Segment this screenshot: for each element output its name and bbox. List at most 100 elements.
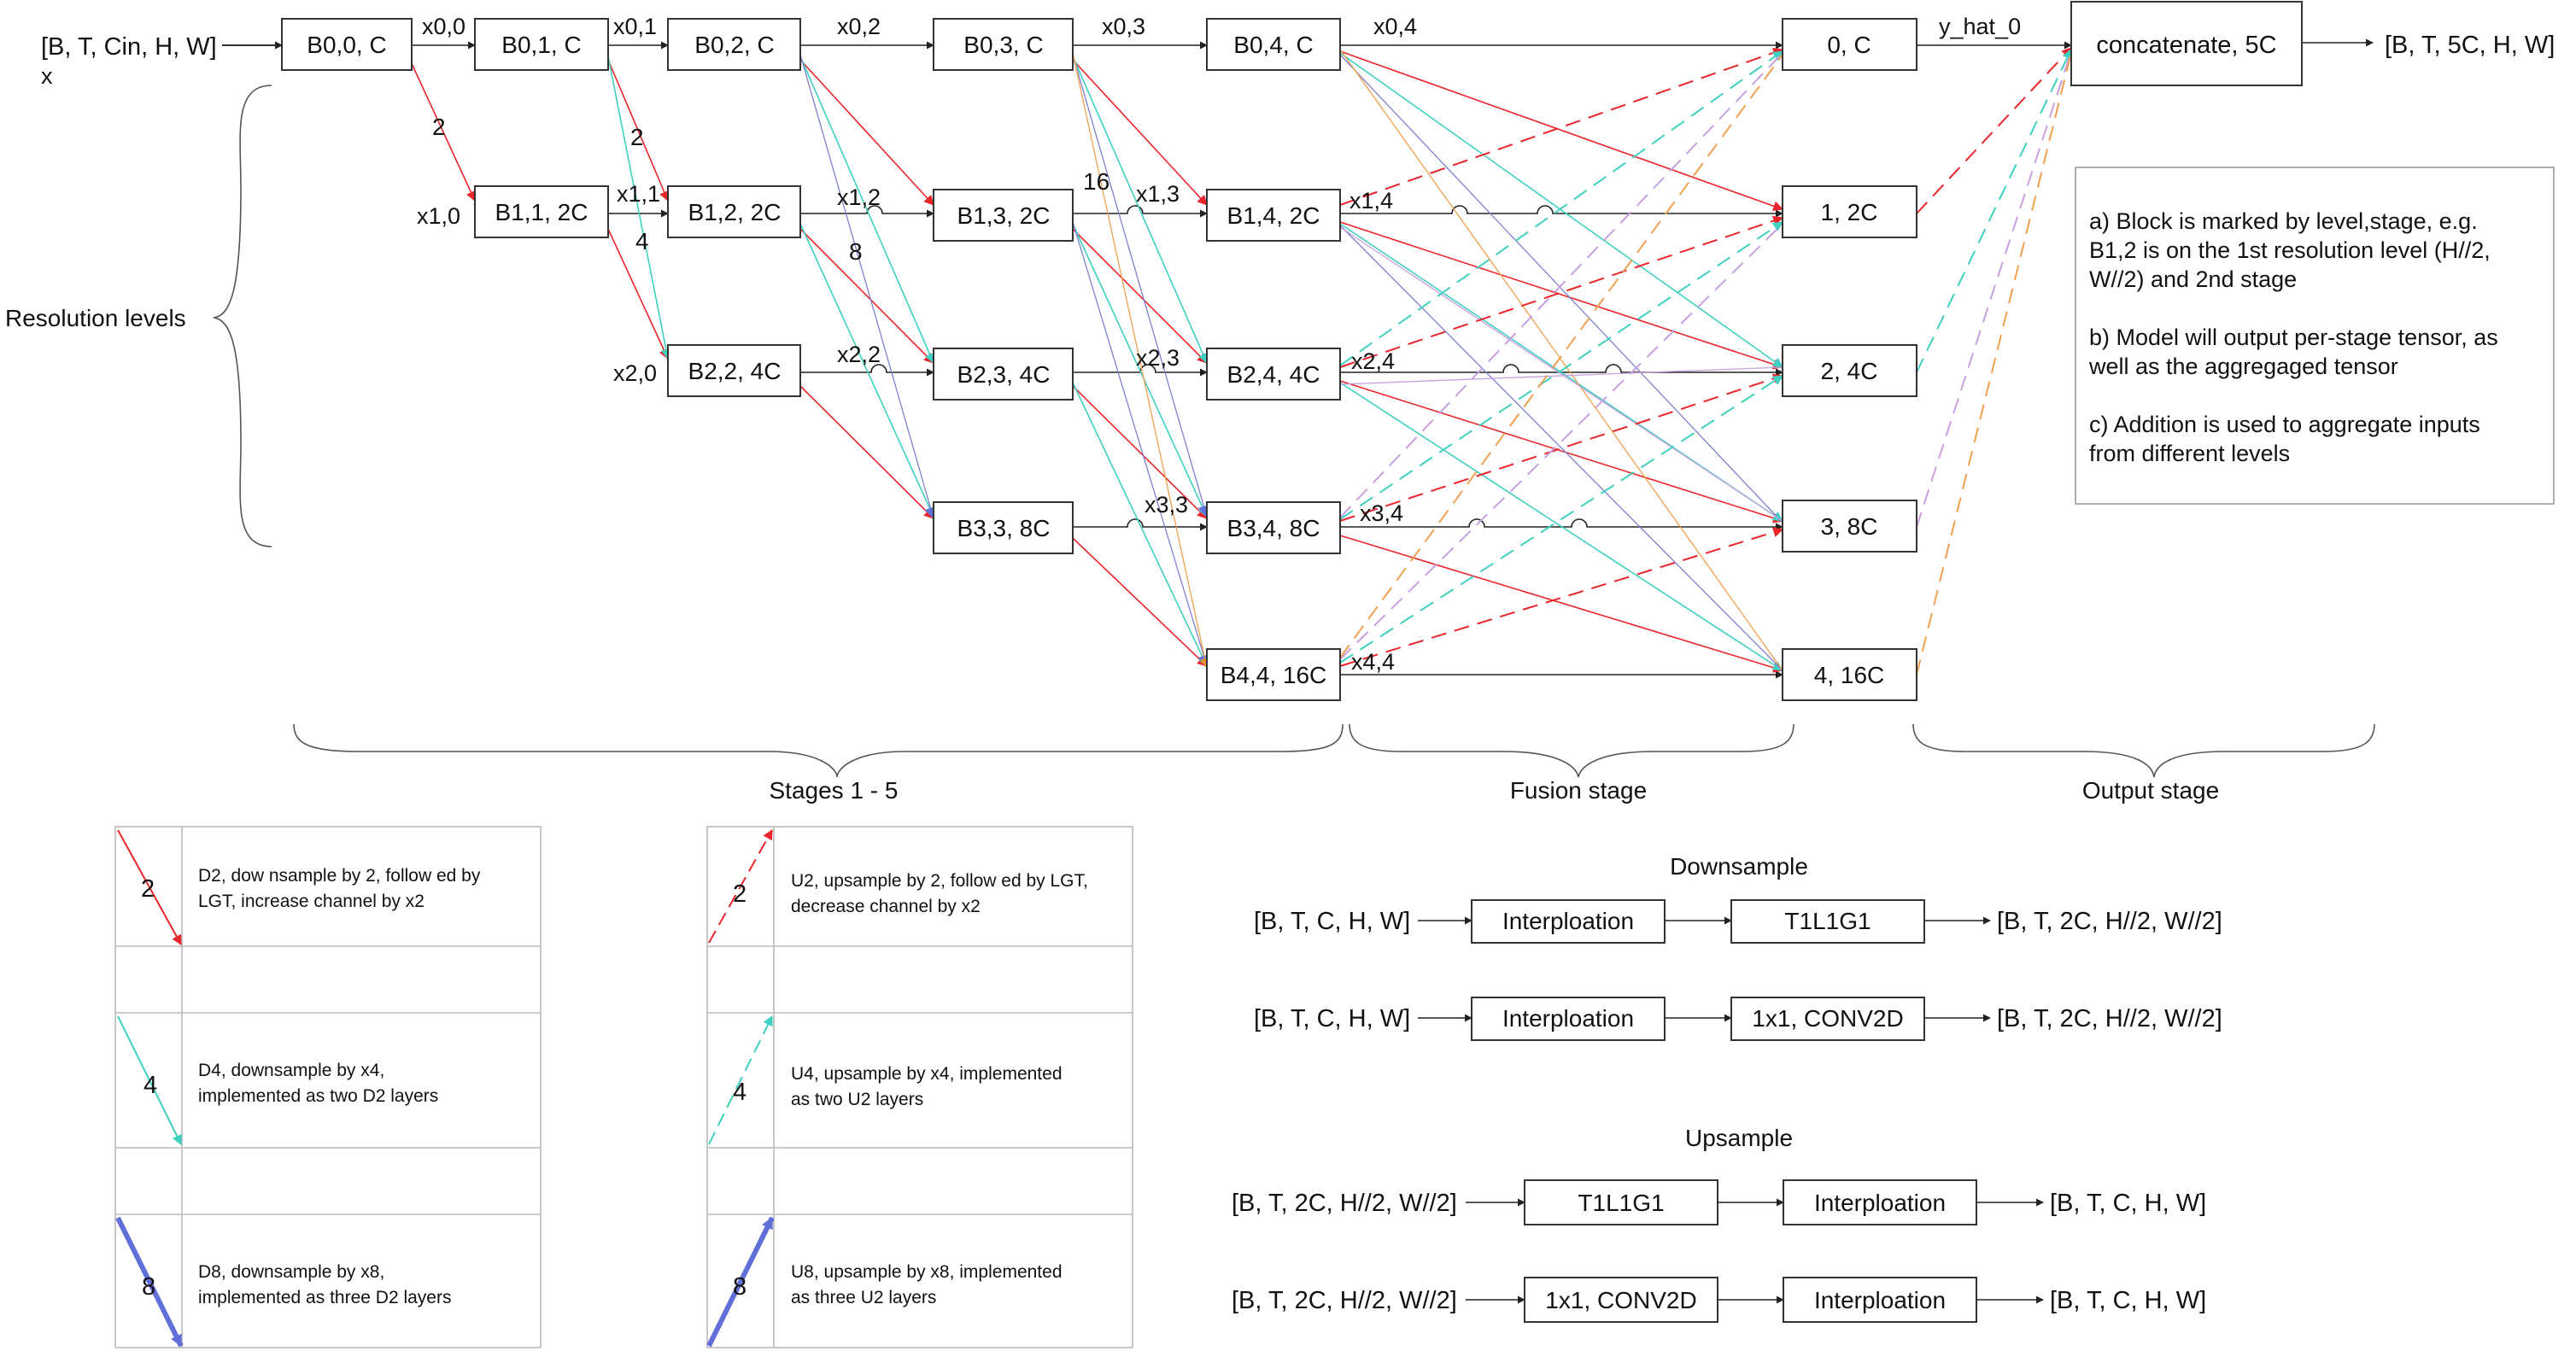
block-B12: B1,2, 2C bbox=[667, 185, 801, 238]
tensor-label: y_hat_0 bbox=[1939, 14, 2021, 39]
pipe-output: [B, T, C, H, W] bbox=[2050, 1190, 2206, 1217]
note-line: W//2) and 2nd stage bbox=[2089, 266, 2297, 292]
tensor-labels: x0,0 x0,1 x0,2 x0,3 x0,4 x1,0 x1,1 x1,2 … bbox=[417, 14, 2021, 675]
note-line: from different levels bbox=[2089, 441, 2290, 466]
block-B04: B0,4, C bbox=[1206, 18, 1341, 71]
tensor-label: x4,4 bbox=[1351, 649, 1395, 675]
brace-output bbox=[1912, 723, 2375, 778]
block-label: concatenate, 5C bbox=[2096, 32, 2276, 59]
block-B24: B2,4, 4C bbox=[1206, 348, 1341, 401]
pipe-op: T1L1G1 bbox=[1784, 908, 1871, 934]
legend-text: implemented as three D2 layers bbox=[198, 1288, 451, 1307]
fusion-out-4: 4, 16C bbox=[1782, 648, 1917, 701]
note-line: b) Model will output per-stage tensor, a… bbox=[2089, 325, 2498, 350]
block-B33: B3,3, 8C bbox=[933, 501, 1074, 554]
block-label: B1,3, 2C bbox=[957, 202, 1051, 229]
fusion-out-0: 0, C bbox=[1782, 18, 1917, 71]
block-B00: B0,0, C bbox=[281, 18, 413, 71]
legend-u8-arrow bbox=[706, 1216, 775, 1348]
legend-text: D2, dow nsample by 2, follow ed by bbox=[198, 866, 481, 886]
legend-d4-arrow bbox=[117, 1015, 182, 1146]
brace-stages bbox=[293, 723, 1344, 778]
legend-num: 2 bbox=[733, 880, 746, 908]
pipe-op: 1x1, CONV2D bbox=[1545, 1287, 1696, 1313]
tensor-label: x2,0 bbox=[613, 360, 657, 386]
edge-number: 16 bbox=[1083, 168, 1109, 195]
legend-d8-arrow bbox=[115, 1216, 184, 1348]
pipe-input: [B, T, C, H, W] bbox=[1254, 908, 1410, 935]
block-B22: B2,2, 4C bbox=[667, 344, 801, 397]
block-label: B1,1, 2C bbox=[495, 199, 588, 225]
block-label: 4, 16C bbox=[1814, 662, 1885, 688]
output-shape: [B, T, 5C, H, W] bbox=[2385, 32, 2555, 59]
braces bbox=[213, 85, 2375, 778]
legend-text: as two U2 layers bbox=[791, 1090, 923, 1109]
block-B23: B2,3, 4C bbox=[933, 348, 1074, 401]
edge-numbers: 2 2 4 8 16 bbox=[432, 114, 1109, 265]
tensor-label: x1,3 bbox=[1136, 181, 1180, 207]
legend-num: 4 bbox=[143, 1072, 157, 1099]
block-label: 2, 4C bbox=[1821, 358, 1878, 384]
label-stages: Stages 1 - 5 bbox=[770, 777, 899, 804]
note-line: well as the aggregaged tensor bbox=[2088, 354, 2398, 379]
input-shape: [B, T, Cin, H, W] bbox=[41, 33, 217, 61]
tensor-label: x0,1 bbox=[613, 14, 657, 39]
upsample-pipelines: Upsample [B, T, 2C, H//2, W//2] T1L1G1 I… bbox=[1232, 1125, 2206, 1323]
tensor-label: x2,4 bbox=[1351, 348, 1395, 374]
tensor-label: x1,4 bbox=[1349, 188, 1393, 213]
block-label: B0,2, C bbox=[694, 32, 774, 58]
tensor-label: x1,1 bbox=[617, 181, 660, 207]
brace-resolution bbox=[213, 85, 272, 547]
label-fusion: Fusion stage bbox=[1510, 777, 1647, 804]
pipe-output: [B, T, 2C, H//2, W//2] bbox=[1997, 1005, 2222, 1032]
note-line: c) Addition is used to aggregate inputs bbox=[2089, 412, 2480, 437]
upsample-title: Upsample bbox=[1685, 1125, 1793, 1151]
legend-text: U4, upsample by x4, implemented bbox=[791, 1064, 1063, 1084]
legend-text: U2, upsample by 2, follow ed by LGT, bbox=[791, 871, 1088, 891]
pipe-output: [B, T, 2C, H//2, W//2] bbox=[1997, 908, 2222, 935]
block-B11: B1,1, 2C bbox=[474, 185, 609, 238]
block-label: B1,4, 2C bbox=[1227, 202, 1320, 229]
block-label: B3,4, 8C bbox=[1227, 515, 1320, 541]
block-label: B0,0, C bbox=[307, 32, 386, 58]
tensor-label: x0,4 bbox=[1373, 14, 1417, 39]
legend-num: 8 bbox=[733, 1273, 746, 1301]
pipe-op: Interploation bbox=[1502, 1005, 1634, 1032]
block-B02: B0,2, C bbox=[667, 18, 801, 71]
block-label: B4,4, 16C bbox=[1221, 662, 1327, 688]
legend-num: 8 bbox=[142, 1273, 155, 1301]
fusion-out-1: 1, 2C bbox=[1782, 185, 1917, 238]
fusion-out-2: 2, 4C bbox=[1782, 344, 1917, 397]
legend-text: D8, downsample by x8, bbox=[198, 1262, 384, 1282]
pipe-output: [B, T, C, H, W] bbox=[2050, 1287, 2206, 1314]
pipe-input: [B, T, 2C, H//2, W//2] bbox=[1232, 1287, 1457, 1314]
edge-number: 2 bbox=[432, 114, 446, 140]
note-line: B1,2 is on the 1st resolution level (H//… bbox=[2089, 237, 2491, 263]
block-label: B2,4, 4C bbox=[1227, 361, 1320, 388]
legend-text: implemented as two D2 layers bbox=[198, 1086, 438, 1106]
block-label: 3, 8C bbox=[1821, 513, 1878, 540]
tensor-label: x1,0 bbox=[417, 203, 460, 229]
legend-u4-arrow bbox=[708, 1015, 773, 1145]
legend-text: as three U2 layers bbox=[791, 1288, 936, 1307]
edge-number: 4 bbox=[635, 228, 649, 254]
block-B01: B0,1, C bbox=[474, 18, 609, 71]
tensor-label: x0,2 bbox=[837, 14, 881, 39]
tensor-label: x0,0 bbox=[422, 14, 465, 39]
blocks-layer: B0,0, C B0,1, C B0,2, C B0,3, C B0,4, C … bbox=[281, 1, 2303, 701]
legend-upsample: 2 4 8 U2, upsample by 2, follow ed by LG… bbox=[706, 826, 1133, 1348]
block-B03: B0,3, C bbox=[933, 18, 1074, 71]
tensor-label: x3,4 bbox=[1360, 500, 1403, 526]
pipe-input: [B, T, 2C, H//2, W//2] bbox=[1232, 1190, 1457, 1217]
tensor-label: x1,2 bbox=[837, 184, 881, 210]
block-B14: B1,4, 2C bbox=[1206, 189, 1341, 242]
legend-text: LGT, increase channel by x2 bbox=[198, 892, 424, 911]
concatenate-block: concatenate, 5C bbox=[2070, 1, 2303, 86]
tensor-label: x2,2 bbox=[837, 342, 881, 367]
legend-downsample: 2 4 8 D2, dow nsample by 2, follow ed by… bbox=[114, 826, 542, 1348]
connections bbox=[222, 38, 2374, 679]
pipe-input: [B, T, C, H, W] bbox=[1254, 1005, 1410, 1032]
pipe-op: Interploation bbox=[1502, 908, 1634, 934]
pipe-op: 1x1, CONV2D bbox=[1752, 1005, 1903, 1032]
